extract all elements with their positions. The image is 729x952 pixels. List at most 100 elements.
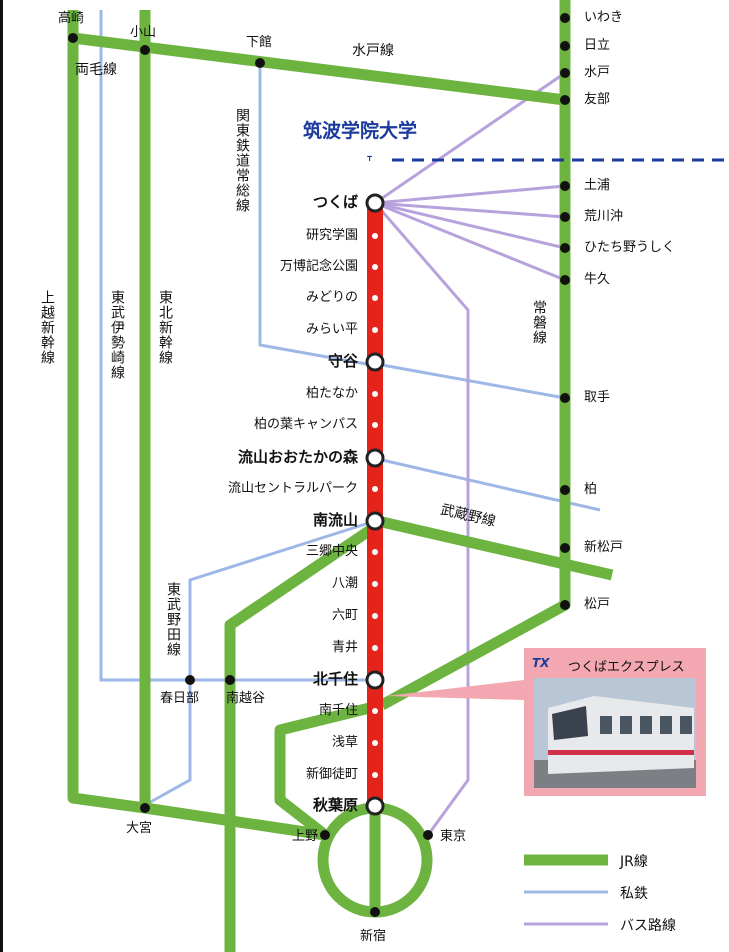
- tx-station-dot: [365, 670, 385, 690]
- ryomo-mito-line: [72, 32, 566, 106]
- tx-station-label: 青井: [331, 640, 358, 655]
- joban-station-dot: [560, 181, 570, 191]
- station-takasaki: 高崎: [58, 11, 85, 26]
- tx-station-label: 守谷: [327, 352, 358, 370]
- legend-swatches: [524, 854, 608, 926]
- joban-station-dot: [560, 393, 570, 403]
- tx-station-label: 研究学園: [305, 228, 358, 243]
- tx-station-dot: [372, 645, 378, 651]
- label-joban-line: 常磐線: [531, 300, 547, 345]
- tx-station-dot: [365, 511, 385, 531]
- joban-line: [379, 0, 571, 710]
- tx-station-dot: [372, 233, 378, 239]
- tx-station-dot: [365, 448, 385, 468]
- campus-name: 筑波学院大学: [303, 120, 418, 142]
- tx-station-dot: [372, 264, 378, 270]
- joban-station-label: 取手: [584, 390, 611, 405]
- joban-station-label: いわき: [584, 10, 624, 25]
- label-tobu-noda-line: 東武野田線: [165, 582, 181, 657]
- legend-private-label: 私鉄: [620, 886, 648, 902]
- station-dot: [370, 907, 380, 917]
- tx-station-dot: [365, 193, 385, 213]
- bus-hitachino: [374, 201, 566, 250]
- station-oyama: 小山: [130, 25, 157, 40]
- tx-logo: TX: [532, 656, 550, 670]
- tx-station-label: 六町: [331, 608, 358, 623]
- tx-station-dot: [372, 422, 378, 428]
- tx-callout-box: TX つくばエクスプレス: [524, 648, 706, 796]
- joban-station-label: 荒川沖: [584, 209, 624, 224]
- tx-station-label: 秋葉原: [312, 796, 358, 814]
- campus-marker: ᐪ: [366, 152, 373, 173]
- station-ueno: 上野: [292, 829, 319, 844]
- tx-station-label: 南流山: [312, 511, 358, 529]
- station-dot: [225, 675, 235, 685]
- tx-station-label: みどりの: [305, 290, 358, 305]
- tx-line-name: つくばエクスプレス: [568, 660, 685, 675]
- joban-station-dot: [560, 543, 570, 553]
- joban-station-label: ひたち野うしく: [584, 240, 676, 255]
- station-dot: [140, 45, 150, 55]
- tx-station-label: 柏の葉キャンパス: [253, 417, 358, 432]
- label-kanto-joso-line: 関東鉄道常総線: [234, 108, 250, 213]
- kanto-joso-line: [258, 65, 373, 367]
- joban-station-dot: [560, 13, 570, 23]
- joban-station-dots: [560, 13, 570, 610]
- tx-station-dot: [372, 708, 378, 714]
- ueno-loop-link: [274, 699, 384, 840]
- legend-bus-label: バス路線: [620, 918, 676, 934]
- tx-callout-pointer: [386, 680, 524, 700]
- joban-station-dot: [560, 275, 570, 285]
- tx-station-label: 柏たなか: [305, 386, 358, 401]
- joban-station-label: 牛久: [584, 272, 611, 287]
- joban-station-label: 水戸: [584, 65, 611, 80]
- tx-station-label: 新御徒町: [305, 767, 358, 782]
- station-dot: [320, 830, 330, 840]
- station-dot: [423, 830, 433, 840]
- joban-station-dot: [560, 41, 570, 51]
- tx-station-label: 三郷中央: [305, 544, 358, 559]
- station-dot: [185, 675, 195, 685]
- tx-station-dot: [372, 486, 378, 492]
- tx-station-dot: [365, 796, 385, 816]
- joban-station-dot: [560, 600, 570, 610]
- tx-station-dot: [372, 740, 378, 746]
- tx-station-label: 八潮: [331, 576, 358, 591]
- station-shinjuku: 新宿: [360, 929, 387, 944]
- tx-station-dot: [372, 549, 378, 555]
- tx-station-label: 浅草: [331, 735, 358, 750]
- label-tobu-isesaki-line: 東武伊勢崎線: [109, 290, 125, 380]
- tx-station-dot: [372, 295, 378, 301]
- joban-station-label: 柏: [584, 482, 598, 497]
- tx-station-label: 万博記念公園: [279, 259, 358, 274]
- other-station-dots: [68, 33, 433, 917]
- station-dot: [255, 58, 265, 68]
- station-shimodate: 下館: [246, 35, 273, 50]
- label-ryomo-line: 両毛線: [75, 62, 117, 78]
- joban-station-dot: [560, 243, 570, 253]
- station-dot: [68, 33, 78, 43]
- tobu-noda-line: [144, 520, 373, 807]
- joban-station-dot: [560, 68, 570, 78]
- station-kasukabe: 春日部: [160, 691, 200, 706]
- label-joetsu-shinkansen: 上越新幹線: [39, 290, 55, 365]
- joban-station-label: 土浦: [584, 178, 611, 193]
- joban-station-label: 日立: [584, 38, 611, 53]
- legend-jr-label: JR線: [620, 854, 648, 870]
- label-tohoku-shinkansen: 東北新幹線: [157, 290, 173, 365]
- tx-station-dot: [372, 581, 378, 587]
- tobu-isesaki-line: [99, 10, 190, 682]
- joban-station-dot: [560, 95, 570, 105]
- tx-station-label: 流山セントラルパーク: [227, 481, 358, 496]
- tx-train-photo: [534, 678, 696, 788]
- tx-station-dot: [365, 352, 385, 372]
- tx-station-label: 北千住: [312, 670, 358, 688]
- joban-station-dot: [560, 212, 570, 222]
- joban-station-dot: [560, 485, 570, 495]
- tx-station-label: 流山おおたかの森: [237, 448, 358, 466]
- joban-station-label: 新松戸: [584, 540, 624, 555]
- tsukuba-express-link-blue: [381, 363, 566, 400]
- joban-station-label: 友部: [584, 92, 611, 107]
- tx-station-label: みらい平: [305, 322, 358, 337]
- joban-station-label: 松戸: [584, 597, 611, 612]
